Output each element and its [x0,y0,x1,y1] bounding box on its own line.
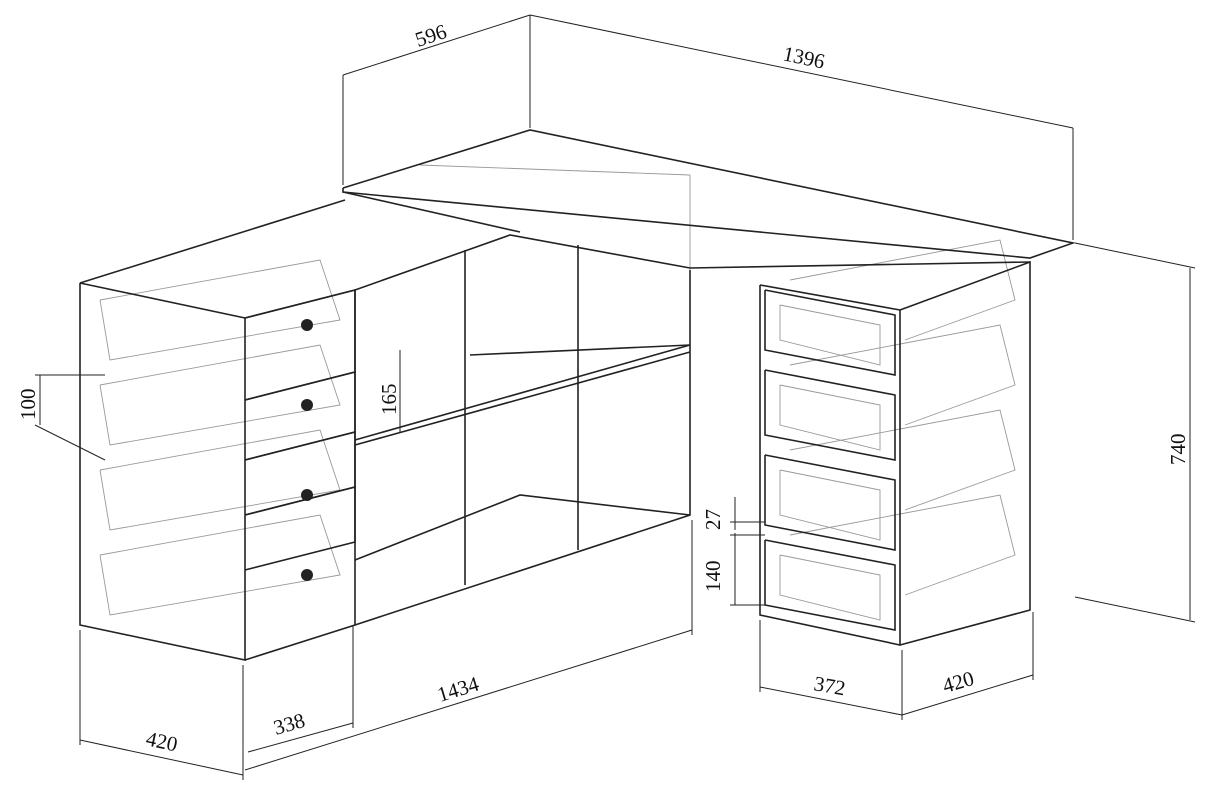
left-drawer-box [99,514,341,616]
right-drawer-bevel [779,554,881,621]
right-drawer-front [764,539,896,631]
dim-420-left: 420 [144,726,180,756]
dimension-line [34,424,106,461]
right-drawer-box [789,239,1016,341]
dimension-line [901,674,1034,716]
right-drawer-box [789,494,1016,596]
left-drawer-box [99,259,341,361]
dim-372: 372 [812,671,847,700]
right-drawer-front [764,289,896,376]
dimension-line [342,14,531,76]
knob-icon [301,489,313,501]
right-drawer-bevel [779,469,881,541]
shelf-unit-middle [354,344,691,441]
tabletop-front-right [689,261,1031,269]
desk-back [419,164,691,176]
left-cabinet-front [79,282,246,661]
dim-338: 338 [271,708,308,740]
dim-140: 140 [701,561,725,593]
tabletop-front [342,191,521,233]
shelf-back-bottom [354,494,691,561]
left-drawer-front [244,485,356,571]
dimension-line [759,686,903,716]
left-drawer-front [244,288,356,401]
dim-100: 100 [16,389,40,421]
right-drawer-bevel [779,304,881,366]
left-drawer-box [99,344,341,446]
pedestal-front [759,284,901,646]
dim-596: 596 [412,19,449,52]
drawer-knobs [301,319,313,581]
dimension-line [247,722,354,753]
right-drawer-bevel [779,384,881,451]
knob-icon [301,569,313,581]
right-drawer-front [764,369,896,461]
right-drawer-box [789,409,1016,511]
shelf-back-mid [469,344,691,356]
dimension-line [79,739,244,776]
dimension-line [1074,596,1196,623]
knob-icon [301,319,313,331]
dimension-lines [34,14,1196,780]
right-drawer-box [789,324,1016,426]
dimension-line [244,629,693,771]
dim-27: 27 [701,509,725,530]
right-drawer-front [764,454,896,551]
knob-icon [301,399,313,411]
dim-165: 165 [377,384,401,416]
shelf-unit-bottom [354,270,691,626]
shelf-unit-middle2 [354,351,691,446]
outline-lines [79,129,1076,661]
left-drawer-front [244,430,356,516]
dimension-line [529,14,1074,129]
tabletop [342,129,1076,259]
dim-1434: 1434 [434,671,482,706]
dim-740: 740 [1166,434,1190,466]
left-cabinet-top [79,199,346,284]
shelf-unit-top [354,234,691,291]
dim-420-right: 420 [940,666,977,698]
left-cabinet-side [244,288,356,661]
dimension-line [1074,242,1196,269]
pedestal-side [899,260,1031,646]
